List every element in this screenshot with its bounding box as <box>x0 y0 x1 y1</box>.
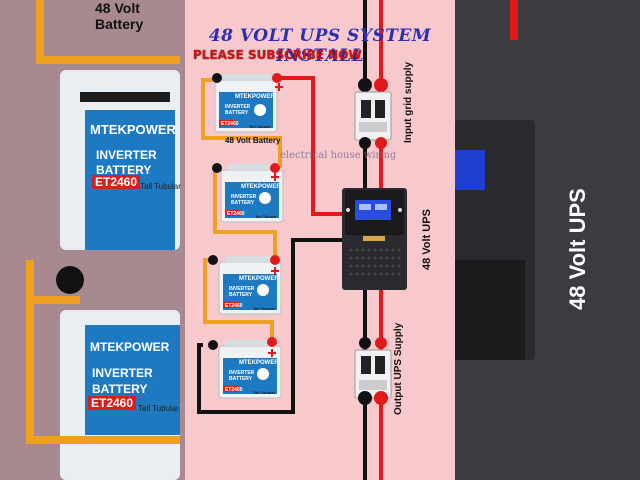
battery-3 <box>208 255 282 315</box>
ups-button <box>398 208 402 212</box>
battery-2-brand: MTEKPOWER <box>241 184 281 190</box>
ups-label: 48 Volt UPS <box>421 209 433 270</box>
left-background-art <box>0 0 185 480</box>
blurred-background-left: 48 Volt Battery MTEKPOWER INVERTER BATTE… <box>0 0 185 480</box>
ups-button <box>346 208 350 212</box>
battery-negative-lead <box>197 238 342 414</box>
battery-2-tagline: Tall Tubular <box>255 214 278 219</box>
battery-2-model: ET2460 <box>227 211 245 217</box>
diagram-subtitle: PLEASE SUBSCRIBE NOW <box>193 48 362 62</box>
input-live-terminal <box>374 78 388 92</box>
blurred-background-right: 48 Volt UPS <box>455 0 640 480</box>
right-background-label: 48 Volt UPS <box>565 188 590 310</box>
battery-3-type-1: INVERTER <box>229 286 255 292</box>
battery-3-tagline: Tall Tubular <box>253 306 276 311</box>
left-background-type-3: INVERTER <box>92 366 153 380</box>
battery-3-type-2: BATTERY <box>229 292 253 298</box>
wiring-diagram: MTEKPOWER INVERTER BATTERY ET2460 Tall T… <box>185 0 455 480</box>
battery-1-model: ET2460 <box>221 121 239 127</box>
series-link-2 <box>213 168 277 258</box>
left-background-brand: MTEKPOWER <box>90 122 176 137</box>
battery-1-type-2: BATTERY <box>225 110 249 116</box>
battery-1-type-1: INVERTER <box>225 104 251 110</box>
left-background-type-2: BATTERY <box>96 163 152 177</box>
battery-2-type-1: INVERTER <box>231 194 257 200</box>
battery-4-brand: MTEKPOWER <box>239 360 279 366</box>
left-background-type-1: INVERTER <box>96 148 157 162</box>
left-background-tagline-2: Tall Tubular <box>138 404 179 413</box>
battery-4-tagline: Tall Tubular <box>253 390 276 395</box>
battery-bank-label: 48 Volt Battery <box>225 136 281 145</box>
battery-1-brand: MTEKPOWER <box>235 94 275 100</box>
series-link-3 <box>203 258 274 342</box>
watermark-text: electrical house wiring <box>280 150 397 161</box>
battery-positive-lead <box>280 76 342 216</box>
battery-4-type-1: INVERTER <box>229 370 255 376</box>
input-breaker <box>354 91 392 141</box>
battery-1 <box>212 73 283 133</box>
battery-4-type-2: BATTERY <box>229 376 253 382</box>
battery-4-model: ET2460 <box>225 387 243 393</box>
ups-unit <box>342 188 407 290</box>
left-background-tagline: Tall Tubular <box>140 182 181 191</box>
diagram-title: 48 VOLT UPS SYSTEM INSTALL <box>208 26 432 66</box>
output-breaker <box>354 349 392 399</box>
battery-2-type-2: BATTERY <box>231 200 255 206</box>
battery-2 <box>212 163 284 223</box>
input-supply-label: Input grid supply <box>403 61 414 143</box>
series-link-1 <box>201 78 282 168</box>
battery-3-brand: MTEKPOWER <box>239 276 279 282</box>
left-background-title: 48 Volt Battery <box>95 0 144 32</box>
left-background-model: ET2460 <box>92 175 141 189</box>
wiring-diagram-svg <box>197 0 407 480</box>
left-background-brand-2: MTEKPOWER <box>90 340 170 354</box>
left-background-model-2: ET2460 <box>88 396 137 410</box>
left-background-type-4: BATTERY <box>92 382 148 396</box>
input-neutral-terminal <box>358 78 372 92</box>
right-background-art <box>455 0 640 480</box>
battery-3-model: ET2460 <box>225 303 243 309</box>
battery-1-tagline: Tall Tubular <box>249 124 272 129</box>
battery-4 <box>208 337 282 399</box>
output-supply-label: Output UPS Supply <box>393 322 404 415</box>
